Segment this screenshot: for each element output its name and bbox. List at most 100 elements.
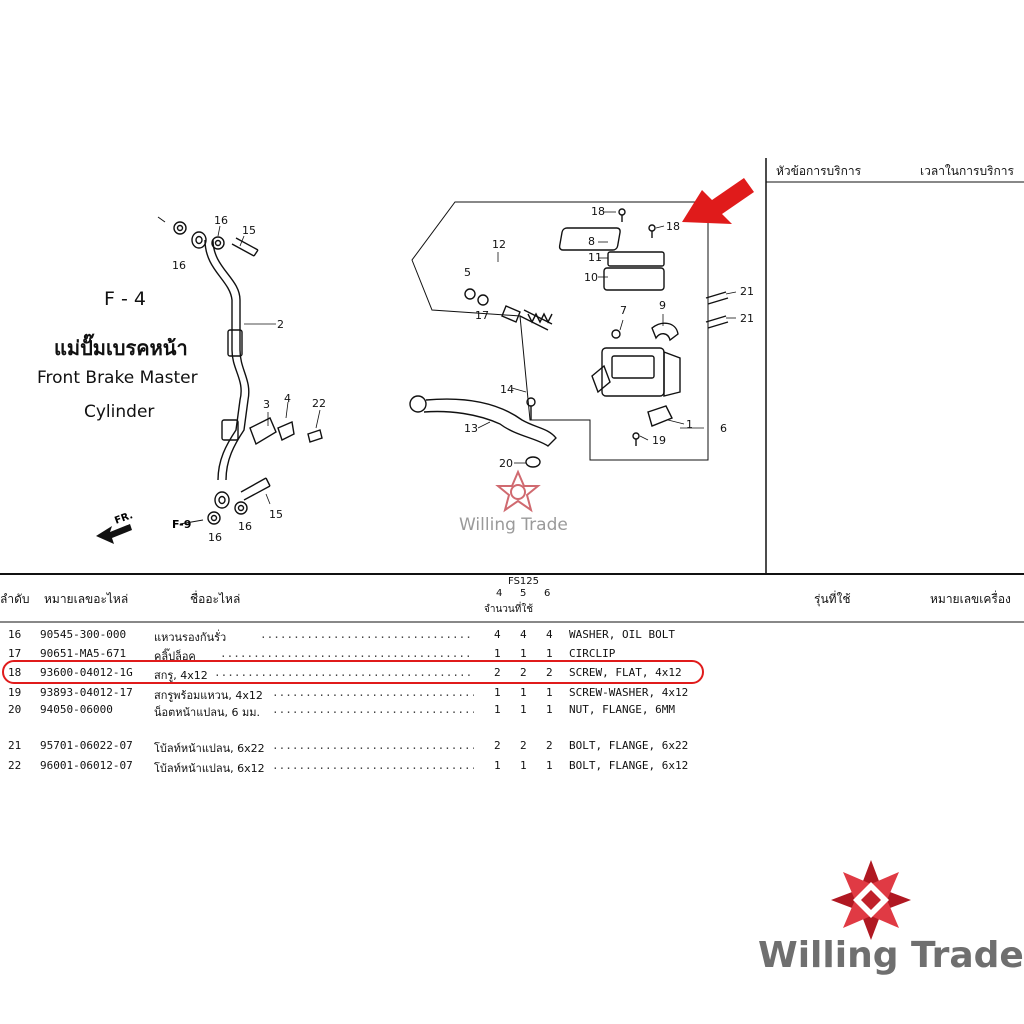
row-qty-6: 1 [546,703,553,716]
row-part-number: 93893-04012-17 [40,686,133,699]
row-index: 17 [8,647,22,660]
callout-9: 9 [659,299,666,312]
row-qty-6: 1 [546,647,553,660]
table-row: 16 90545-300-000 แหวนรองกันรั่ว ........… [0,628,720,644]
callout-16-left: 16 [172,259,186,272]
callout-16-bottom-left: 16 [208,531,222,544]
col-name-header: ชื่ออะไหล่ [190,592,241,606]
callout-11: 11 [588,251,602,264]
qty-col-4: 4 [496,588,503,599]
figure-title-english-line2: Cylinder [84,402,155,422]
assembly-boundary [411,201,709,461]
service-header: หัวข้อการบริการ เวลาในการบริการ [766,158,1024,182]
callout-13: 13 [464,422,478,435]
col-engine-no-header: หมายเลขเครื่อง [930,592,1011,606]
callout-7: 7 [620,304,627,317]
callout-15-top: 15 [242,224,256,237]
table-row-highlighted: 18 93600-04012-1G สกรู, 4x12 ...........… [0,666,720,682]
table-row: 21 95701-06022-07 โบ้ลท์หน้าแปลน, 6x22 .… [0,739,720,755]
callout-16-bottom-right: 16 [238,520,252,533]
model-header: FS125 [508,576,540,587]
callout-17: 17 [475,309,489,322]
reservoir-cap-parts [558,208,665,291]
row-index: 22 [8,759,22,772]
callout-15-bottom: 15 [269,508,283,521]
row-part-name: แหวนรองกันรั่ว [154,631,227,644]
row-part-name: สกรูพร้อมแหวน, 4x12 [154,689,263,702]
row-qty-6: 4 [546,628,553,641]
row-qty-6: 1 [546,759,553,772]
row-english-name: BOLT, FLANGE, 6x12 [569,759,689,772]
row-leader-dots: ........................................… [272,739,474,752]
row-leader-dots: ........................................… [260,628,474,641]
callout-1: 1 [686,418,693,431]
callout-5: 5 [464,266,471,279]
callout-3: 3 [263,398,270,411]
service-time-header: เวลาในการบริการ [920,164,1014,178]
row-qty-4: 2 [494,666,501,679]
parts-table-header: ลำดับ หมายเลขอะไหล่ ชื่ออะไหล่ FS125 4 5… [0,574,1024,622]
row-index: 19 [8,686,22,699]
row-english-name: SCREW-WASHER, 4x12 [569,686,689,699]
service-topic-header: หัวข้อการบริการ [776,164,862,178]
callout-10: 10 [584,271,598,284]
row-part-number: 96001-06012-07 [40,759,133,772]
watermark-brand-text: Willing Trade [758,935,1024,976]
row-index: 16 [8,628,22,641]
row-leader-dots: ........................................… [272,686,474,699]
callout-2: 2 [277,318,284,331]
row-qty-5: 1 [520,686,527,699]
row-leader-dots: ........................................… [272,703,474,716]
row-part-number: 90545-300-000 [40,628,127,641]
row-part-number: 95701-06022-07 [40,739,133,752]
qty-col-6: 6 [544,588,551,599]
row-leader-dots: ........................................… [272,759,474,772]
callout-numbers: 1 2 3 4 5 6 7 8 9 10 11 12 13 14 15 15 1… [172,205,754,544]
col-part-no-header: หมายเลขอะไหล่ [44,592,129,606]
callout-18-right: 18 [666,220,680,233]
row-qty-5: 1 [520,759,527,772]
row-qty-6: 2 [546,666,553,679]
row-leader-dots: ........................................… [220,647,474,660]
table-row: 22 96001-06012-07 โบ้ลท์หน้าแปลน, 6x12 .… [0,759,720,775]
exploded-parts-diagram: FR. F-9 [96,178,754,544]
callout-21-bottom: 21 [740,312,754,325]
row-english-name: WASHER, OIL BOLT [569,628,675,641]
callout-12: 12 [492,238,506,251]
row-part-name: น็อตหน้าแปลน, 6 มม. [154,706,261,719]
callout-21-top: 21 [740,285,754,298]
small-logo-icon [495,469,541,513]
callout-20: 20 [499,457,513,470]
row-qty-4: 1 [494,686,501,699]
figure-title-english-line1: Front Brake Master [37,368,198,388]
callout-4: 4 [284,392,291,405]
row-part-number: 90651-MA5-671 [40,647,127,660]
row-qty-5: 4 [520,628,527,641]
col-index-header: ลำดับ [0,592,30,606]
direction-label: FR. [113,510,134,527]
row-english-name: CIRCLIP [569,647,616,660]
row-part-name: สกรู, 4x12 [154,669,208,682]
small-watermark-text: Willing Trade [459,515,568,535]
direction-arrow [96,524,132,544]
brake-hose-assembly [173,221,323,525]
row-part-name: โบ้ลท์หน้าแปลน, 6x22 [154,742,265,755]
callout-16-top: 16 [214,214,228,227]
row-qty-4: 1 [494,759,501,772]
row-english-name: BOLT, FLANGE, 6x22 [569,739,689,752]
figure-code: F - 4 [104,288,146,310]
row-qty-5: 1 [520,647,527,660]
qty-col-5: 5 [520,588,527,599]
row-part-name: คลิ๊ปล็อค [154,650,196,663]
qty-label: จำนวนที่ใช้ [484,604,534,615]
row-qty-5: 1 [520,703,527,716]
figure-title-thai: แม่ปั๊มเบรคหน้า [54,336,188,360]
row-qty-5: 2 [520,666,527,679]
callout-18-left: 18 [591,205,605,218]
row-qty-5: 2 [520,739,527,752]
row-qty-6: 1 [546,686,553,699]
row-highlight-oval [2,660,704,684]
row-part-number: 93600-04012-1G [40,666,133,679]
row-part-number: 94050-06000 [40,703,113,716]
callout-6: 6 [720,422,727,435]
